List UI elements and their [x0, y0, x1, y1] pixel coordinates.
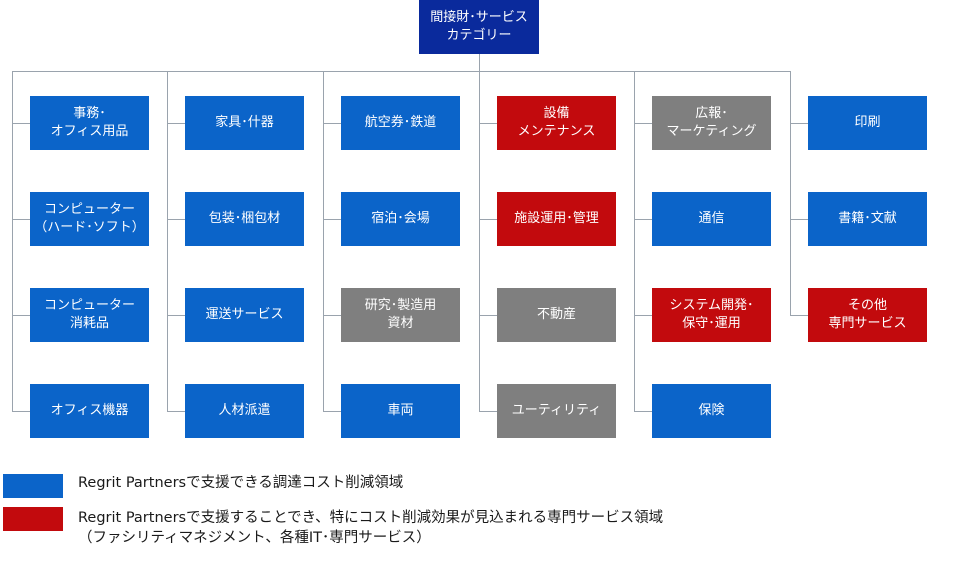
- item-connector: [634, 411, 652, 412]
- category-box: 通信: [652, 192, 771, 246]
- category-box: 運送サービス: [185, 288, 304, 342]
- legend-swatch: [3, 474, 63, 498]
- category-box: 広報･ マーケティング: [652, 96, 771, 150]
- category-box: 宿泊･会場: [341, 192, 460, 246]
- column-spine: [12, 71, 13, 411]
- item-connector: [323, 219, 341, 220]
- item-connector: [479, 315, 497, 316]
- category-box: 包装･梱包材: [185, 192, 304, 246]
- category-bus: [12, 71, 791, 72]
- item-connector: [12, 123, 30, 124]
- category-box: 不動産: [497, 288, 616, 342]
- column-spine: [634, 71, 635, 411]
- item-connector: [634, 315, 652, 316]
- category-box: 車両: [341, 384, 460, 438]
- item-connector: [790, 123, 808, 124]
- category-box: 設備 メンテナンス: [497, 96, 616, 150]
- column-spine: [323, 71, 324, 411]
- item-connector: [323, 411, 341, 412]
- root-connector: [479, 54, 480, 71]
- item-connector: [167, 315, 185, 316]
- legend-swatch: [3, 507, 63, 531]
- item-connector: [479, 123, 497, 124]
- item-connector: [167, 123, 185, 124]
- column-spine: [790, 71, 791, 315]
- legend-text: Regrit Partnersで支援できる調達コスト削減領域: [78, 475, 404, 491]
- category-box: 保険: [652, 384, 771, 438]
- item-connector: [634, 219, 652, 220]
- item-connector: [12, 219, 30, 220]
- item-connector: [323, 123, 341, 124]
- column-spine: [479, 71, 480, 411]
- category-box: 施設運用･管理: [497, 192, 616, 246]
- category-box: 家具･什器: [185, 96, 304, 150]
- item-connector: [479, 219, 497, 220]
- column-spine: [167, 71, 168, 411]
- category-box: その他 専門サービス: [808, 288, 927, 342]
- item-connector: [634, 123, 652, 124]
- item-connector: [479, 411, 497, 412]
- category-box: 印刷: [808, 96, 927, 150]
- item-connector: [167, 219, 185, 220]
- item-connector: [12, 411, 30, 412]
- category-box: 書籍･文献: [808, 192, 927, 246]
- category-box: コンピューター 消耗品: [30, 288, 149, 342]
- item-connector: [167, 411, 185, 412]
- category-box: コンピューター （ハード･ソフト）: [30, 192, 149, 246]
- category-box: システム開発･ 保守･運用: [652, 288, 771, 342]
- item-connector: [12, 315, 30, 316]
- item-connector: [790, 315, 808, 316]
- root-category-box: 間接財･サービス カテゴリー: [419, 0, 539, 54]
- category-box: 研究･製造用 資材: [341, 288, 460, 342]
- item-connector: [323, 315, 341, 316]
- category-box: 人材派遣: [185, 384, 304, 438]
- legend-text: Regrit Partnersで支援することでき、特にコスト削減効果が見込まれる…: [78, 510, 664, 546]
- category-box: 航空券･鉄道: [341, 96, 460, 150]
- item-connector: [790, 219, 808, 220]
- category-box: ユーティリティ: [497, 384, 616, 438]
- category-box: オフィス機器: [30, 384, 149, 438]
- category-box: 事務･ オフィス用品: [30, 96, 149, 150]
